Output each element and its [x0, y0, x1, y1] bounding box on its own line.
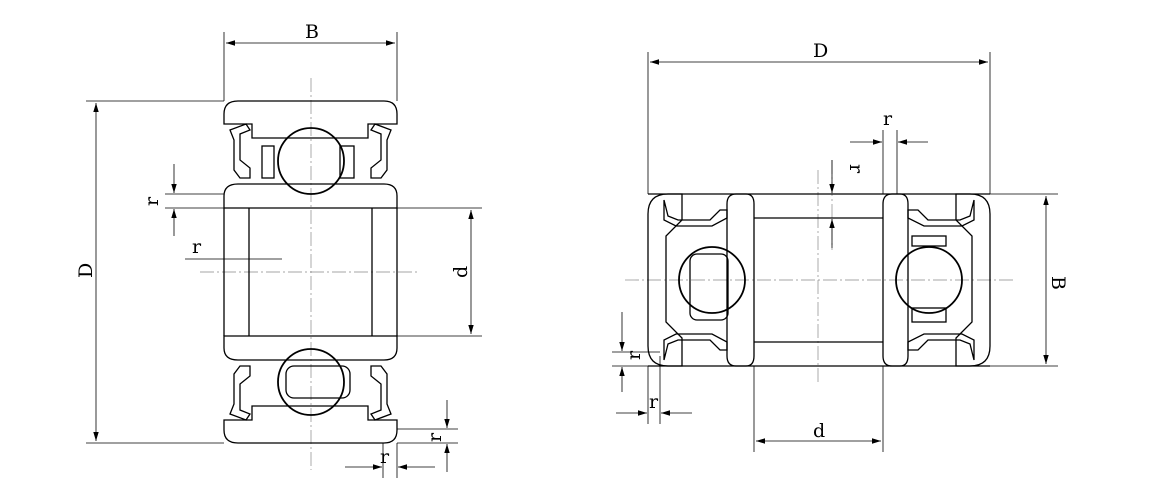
left-cage-bottom — [285, 365, 351, 399]
left-inner-ring-top — [223, 183, 398, 209]
right-r2-label: r — [845, 164, 867, 174]
right-cage-right-top — [911, 235, 947, 247]
right-r1-label: r — [883, 108, 893, 130]
left-ball-bottom — [277, 348, 345, 416]
left-seal-bottom-left — [229, 365, 251, 421]
right-seal-top-left — [663, 199, 728, 227]
right-cage-left — [689, 253, 729, 321]
left-r2-label: r — [192, 236, 202, 258]
right-seal-bottom-left — [663, 333, 728, 361]
left-inner-ring-bottom — [223, 335, 398, 361]
left-B-label: B — [305, 21, 319, 43]
left-r4-label: r — [380, 446, 390, 468]
right-ball-left — [678, 246, 746, 314]
right-D-label: D — [813, 40, 828, 62]
left-cage-top-right — [339, 145, 355, 179]
left-seal-top-left — [229, 123, 251, 179]
right-B-label: B — [1047, 276, 1069, 290]
left-r3-label: r — [424, 432, 446, 442]
right-cage-right — [911, 307, 947, 323]
right-d-label: d — [813, 420, 825, 442]
left-D-label: D — [75, 263, 97, 278]
right-outer-ring-right — [955, 193, 991, 367]
right-outer-ring-left — [647, 193, 683, 367]
right-ball-right — [895, 246, 963, 314]
left-r1-label: r — [141, 196, 163, 206]
right-seal-top-right — [907, 199, 975, 227]
left-ball-top — [277, 127, 345, 195]
left-seal-bottom-right — [370, 365, 392, 421]
left-outer-ring-top — [223, 100, 398, 139]
left-bearing-view: B D d r r r r — [75, 21, 482, 478]
right-bearing-view: D B d r r r r — [612, 40, 1069, 452]
left-seal-top-right — [370, 123, 392, 179]
right-seal-bottom-right — [907, 333, 975, 361]
right-r4-label: r — [649, 391, 659, 413]
left-d-label: d — [450, 266, 472, 278]
left-outer-ring-bottom — [223, 405, 398, 444]
left-cage-top-left — [261, 145, 275, 179]
right-r3-label: r — [623, 350, 645, 360]
